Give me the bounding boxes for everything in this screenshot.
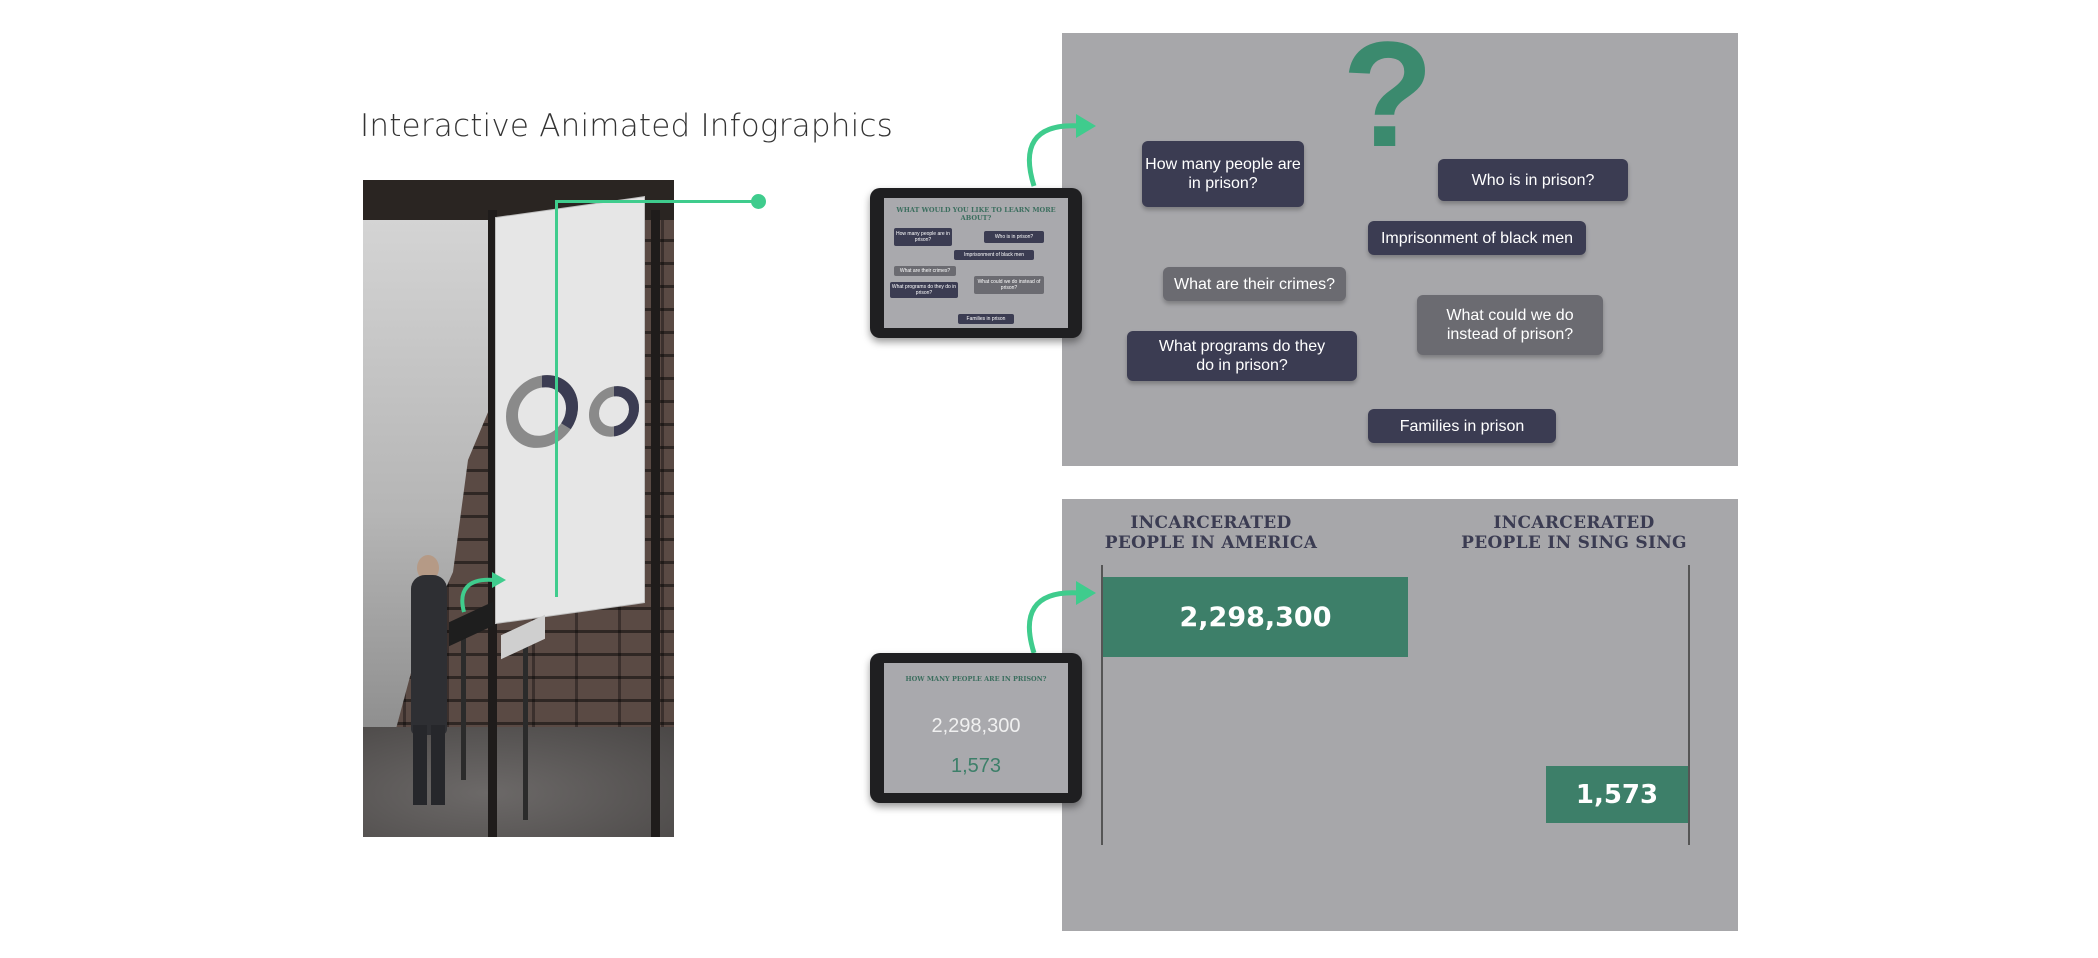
question-button[interactable]: What are their crimes? [1163,267,1346,301]
connector-line [555,200,755,203]
exhibit-room-image [363,180,674,837]
question-button[interactable]: Families in prison [1368,409,1556,443]
pillar [651,210,660,837]
visitor-head [417,555,439,581]
question-button[interactable]: Who is in prison? [1438,159,1628,201]
tablet-button[interactable]: Imprisonment of black men [954,250,1034,260]
curved-arrow-icon [460,572,506,613]
pillar [488,210,497,837]
page-title: Interactive Animated Infographics [360,108,894,144]
question-button[interactable]: What programs do they do in prison? [1127,331,1357,381]
tablet-title: WHAT WOULD YOU LIKE TO LEARN MORE ABOUT? [896,206,1056,222]
tablet-value-america: 2,298,300 [931,715,1021,737]
stats-panel: INCARCERATED PEOPLE IN AMERICA INCARCERA… [1062,499,1738,931]
axis-line [1688,565,1690,845]
connector-dot-icon [751,194,766,209]
tablet-screen: HOW MANY PEOPLE ARE IN PRISON? 2,298,300… [884,663,1068,793]
visitor-leg [413,725,427,805]
questions-panel: ? How many people are in prison? Who is … [1062,19,1738,466]
tablet-screen: WHAT WOULD YOU LIKE TO LEARN MORE ABOUT?… [884,198,1068,328]
tablet-button[interactable]: Families in prison [958,314,1014,324]
axis-line [1101,565,1103,845]
bar-america: 2,298,300 [1103,577,1408,657]
tablet-button[interactable]: How many people are in prison? [894,228,952,246]
curved-arrow-icon [1026,114,1096,187]
question-button[interactable]: Imprisonment of black men [1368,221,1586,255]
tablet-button[interactable]: What are their crimes? [894,266,956,276]
kiosk-stand [461,630,466,780]
projection-screen [496,197,644,623]
screen-donut-charts [506,375,639,448]
connector-line [555,200,558,597]
question-button[interactable]: How many people are in prison? [1142,141,1304,207]
tablet-button[interactable]: What programs do they do in prison? [890,282,958,298]
curved-arrow-icon [1026,581,1096,654]
heading-sing-sing: INCARCERATED PEOPLE IN SING SING [1461,513,1687,553]
tablet-questions[interactable]: WHAT WOULD YOU LIKE TO LEARN MORE ABOUT?… [870,188,1082,338]
question-mark-icon: ? [1342,10,1434,178]
tablet-title: HOW MANY PEOPLE ARE IN PRISON? [905,675,1047,683]
tablet-button[interactable]: Who is in prison? [984,231,1044,243]
bar-sing-sing: 1,573 [1546,766,1688,823]
tablet-button[interactable]: What could we do instead of prison? [974,276,1044,294]
question-button[interactable]: What could we do instead of prison? [1417,295,1603,355]
visitor-leg [431,725,445,805]
heading-america: INCARCERATED PEOPLE IN AMERICA [1104,513,1318,553]
visitor-body [411,575,447,735]
tablet-stats[interactable]: HOW MANY PEOPLE ARE IN PRISON? 2,298,300… [870,653,1082,803]
tablet-value-sing-sing: 1,573 [950,755,1002,777]
floor [363,727,674,837]
kiosk-stand [523,640,528,820]
